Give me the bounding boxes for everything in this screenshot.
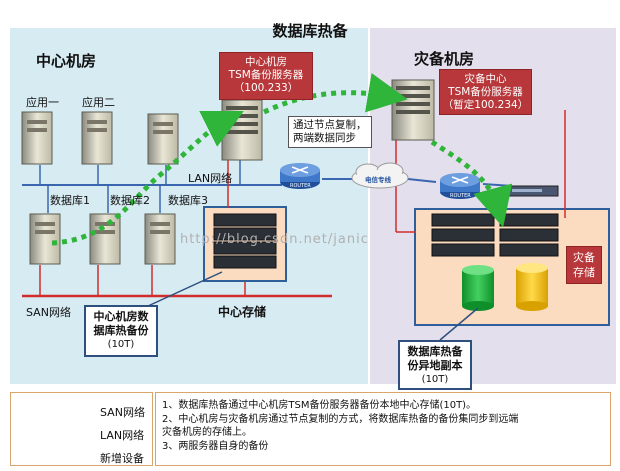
server-db2 bbox=[89, 213, 121, 265]
cloud-icon bbox=[351, 162, 409, 189]
dr-copy-line1: 数据库热备 bbox=[407, 345, 463, 358]
dr-storage-line2: 存储 bbox=[573, 266, 595, 279]
center-tsm-line2: TSM备份服务器 bbox=[228, 69, 304, 81]
center-tsm-rack bbox=[221, 99, 263, 161]
label-app1: 应用一 bbox=[26, 96, 59, 109]
dr-storage-arrays bbox=[431, 213, 559, 257]
diagram-title: 数据库热备 bbox=[272, 22, 348, 40]
backup-flow-arrow bbox=[51, 111, 244, 246]
center-tsm-server-box: 中心机房 TSM备份服务器 （100.233） bbox=[219, 52, 313, 100]
label-link: 电信专线 bbox=[365, 176, 391, 184]
watermark: http://blog.csdn.net/janic bbox=[180, 232, 369, 247]
dr-tsm-line2: TSM备份服务器 bbox=[448, 86, 523, 98]
center-backup-line1: 中心机房数 bbox=[93, 310, 149, 323]
replication-note-line2: 两端数据同步 bbox=[293, 132, 356, 144]
label-router-center: ROUTER bbox=[290, 183, 311, 189]
center-tsm-line3: （100.233） bbox=[233, 82, 299, 94]
label-san: SAN网络 bbox=[26, 306, 71, 319]
dr-tsm-line1: 灾备中心 bbox=[464, 73, 507, 85]
lan-link-right bbox=[407, 178, 437, 183]
router-icon-center bbox=[280, 163, 320, 189]
note-1: 1、数据库热备通过中心机房TSM备份服务器备份本地中心存储(10T)。 bbox=[162, 400, 477, 411]
legend-lan-label: LAN网络 bbox=[100, 429, 145, 442]
center-backup-pointer bbox=[147, 271, 223, 307]
replication-note-line1: 通过节点复制， bbox=[293, 119, 367, 131]
server-db3 bbox=[144, 213, 176, 265]
replication-arrow bbox=[262, 72, 408, 115]
dr-copy-callout: 数据库热备 份异地副本 (10T) bbox=[398, 340, 472, 390]
center-backup-size: (10T) bbox=[107, 339, 135, 350]
server-app3 bbox=[147, 113, 179, 165]
label-app2: 应用二 bbox=[82, 96, 115, 109]
yellow-cylinder bbox=[516, 263, 548, 311]
center-backup-callout: 中心机房数 据库热备份 (10T) bbox=[84, 305, 158, 357]
note-2-cont: 灾备机房的存储上。 bbox=[162, 427, 252, 438]
label-db3: 数据库3 bbox=[168, 194, 208, 207]
label-db2: 数据库2 bbox=[110, 194, 150, 207]
dr-tsm-line3: （暂定100.234） bbox=[442, 99, 529, 111]
dr-copy-line2: 份异地副本 bbox=[407, 359, 463, 372]
label-center-storage: 中心存储 bbox=[218, 305, 267, 319]
server-app1 bbox=[21, 111, 53, 165]
dr-room-title: 灾备机房 bbox=[414, 50, 475, 68]
replication-note: 通过节点复制， 两端数据同步 bbox=[288, 116, 372, 148]
label-db1: 数据库1 bbox=[50, 194, 90, 207]
dr-tsm-server-box: 灾备中心 TSM备份服务器 （暂定100.234） bbox=[439, 69, 532, 115]
center-tsm-line1: 中心机房 bbox=[245, 56, 287, 68]
router-icon-dr bbox=[440, 173, 480, 199]
server-db1 bbox=[29, 213, 61, 265]
legend-box bbox=[10, 392, 153, 466]
dr-copy-size: (10T) bbox=[421, 374, 449, 385]
dr-tsm-rack bbox=[391, 79, 435, 141]
label-router-dr: ROUTER bbox=[450, 193, 471, 199]
note-3: 3、两服务器自身的备份 bbox=[162, 440, 269, 452]
legend-san-label: SAN网络 bbox=[100, 406, 145, 419]
dr-storage-label-box: 灾备 存储 bbox=[566, 246, 602, 284]
dr-copy-pointer bbox=[439, 307, 479, 341]
dr-store-arrow bbox=[430, 139, 513, 228]
notes-box: 1、数据库热备通过中心机房TSM备份服务器备份本地中心存储(10T)。 2、中心… bbox=[155, 392, 611, 466]
center-backup-line2: 据库热备份 bbox=[93, 324, 149, 337]
switch-icon bbox=[507, 185, 559, 197]
note-2: 2、中心机房与灾备机房通过节点复制的方式，将数据库热备的备份集同步到远端 bbox=[162, 413, 519, 425]
server-app2 bbox=[81, 111, 113, 165]
legend-new-label: 新增设备 bbox=[100, 452, 144, 465]
center-room-title: 中心机房 bbox=[36, 52, 97, 70]
center-storage-arrays bbox=[213, 213, 277, 269]
dr-storage-line1: 灾备 bbox=[573, 251, 595, 264]
label-lan: LAN网络 bbox=[188, 172, 233, 185]
green-cylinder bbox=[462, 265, 494, 311]
